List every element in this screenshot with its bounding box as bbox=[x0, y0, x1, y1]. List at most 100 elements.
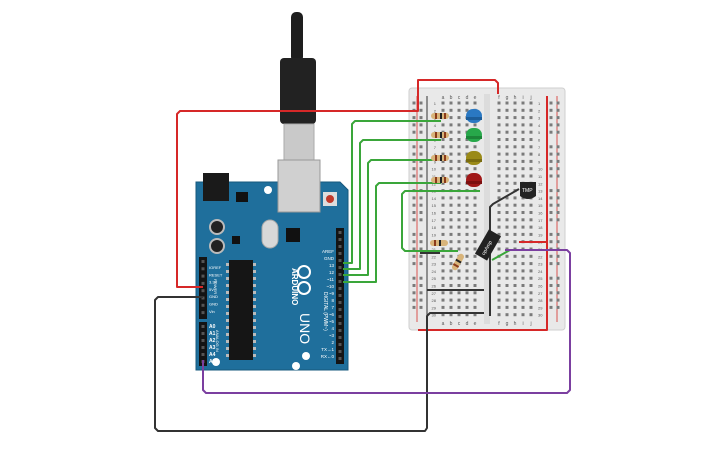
breadboard-hole[interactable] bbox=[473, 218, 477, 222]
rail-hole[interactable] bbox=[556, 196, 560, 200]
breadboard-hole[interactable] bbox=[457, 276, 461, 280]
breadboard-hole[interactable] bbox=[529, 174, 533, 178]
breadboard-hole[interactable] bbox=[473, 225, 477, 229]
breadboard-hole[interactable] bbox=[465, 218, 469, 222]
breadboard-hole[interactable] bbox=[473, 313, 477, 317]
breadboard-hole[interactable] bbox=[521, 152, 525, 156]
rail-hole[interactable] bbox=[556, 159, 560, 163]
breadboard-hole[interactable] bbox=[457, 218, 461, 222]
breadboard-hole[interactable] bbox=[521, 116, 525, 120]
breadboard-hole[interactable] bbox=[505, 152, 509, 156]
breadboard-hole[interactable] bbox=[449, 211, 453, 214]
breadboard-hole[interactable] bbox=[529, 101, 533, 105]
breadboard-hole[interactable] bbox=[457, 305, 461, 309]
breadboard-hole[interactable] bbox=[457, 247, 461, 251]
rail-hole[interactable] bbox=[412, 211, 416, 214]
breadboard-hole[interactable] bbox=[457, 196, 461, 200]
breadboard-hole[interactable] bbox=[505, 298, 509, 302]
rail-hole[interactable] bbox=[412, 159, 416, 163]
wire-red-rail-loop[interactable] bbox=[418, 96, 548, 331]
breadboard-hole[interactable] bbox=[513, 152, 517, 156]
breadboard-hole[interactable] bbox=[457, 130, 461, 134]
breadboard-hole[interactable] bbox=[505, 174, 509, 178]
breadboard-hole[interactable] bbox=[465, 269, 469, 273]
breadboard-hole[interactable] bbox=[521, 130, 525, 134]
breadboard-hole[interactable] bbox=[513, 269, 517, 273]
breadboard-hole[interactable] bbox=[441, 196, 445, 200]
rail-hole[interactable] bbox=[556, 167, 560, 171]
breadboard-hole[interactable] bbox=[449, 240, 453, 244]
breadboard-hole[interactable] bbox=[529, 145, 533, 149]
breadboard-hole[interactable] bbox=[505, 116, 509, 120]
breadboard-hole[interactable] bbox=[505, 262, 509, 266]
breadboard-hole[interactable] bbox=[441, 284, 445, 287]
rail-hole[interactable] bbox=[419, 232, 423, 236]
breadboard-hole[interactable] bbox=[457, 211, 461, 214]
wire-green-11[interactable] bbox=[343, 159, 441, 276]
resistor[interactable] bbox=[431, 113, 449, 119]
breadboard-hole[interactable] bbox=[497, 152, 501, 156]
rail-hole[interactable] bbox=[549, 101, 553, 105]
analog-header[interactable] bbox=[199, 322, 207, 366]
breadboard-hole[interactable] bbox=[441, 101, 445, 105]
breadboard-hole[interactable] bbox=[449, 313, 453, 317]
breadboard-hole[interactable] bbox=[465, 262, 469, 266]
breadboard-hole[interactable] bbox=[473, 123, 477, 127]
rail-hole[interactable] bbox=[549, 305, 553, 309]
wire-green-opamp[interactable] bbox=[491, 249, 511, 261]
breadboard-hole[interactable] bbox=[505, 189, 509, 193]
breadboard-hole[interactable] bbox=[529, 225, 533, 229]
breadboard-hole[interactable] bbox=[497, 218, 501, 222]
breadboard-hole[interactable] bbox=[497, 305, 501, 309]
wire-green-13[interactable] bbox=[343, 120, 441, 264]
breadboard-hole[interactable] bbox=[521, 284, 525, 287]
breadboard-hole[interactable] bbox=[505, 313, 509, 317]
breadboard-hole[interactable] bbox=[473, 211, 477, 214]
breadboard-hole[interactable] bbox=[465, 305, 469, 309]
breadboard-hole[interactable] bbox=[457, 174, 461, 178]
rail-hole[interactable] bbox=[549, 218, 553, 222]
breadboard-hole[interactable] bbox=[505, 284, 509, 287]
breadboard-hole[interactable] bbox=[457, 167, 461, 171]
breadboard-hole[interactable] bbox=[441, 262, 445, 266]
rail-hole[interactable] bbox=[549, 291, 553, 295]
breadboard-hole[interactable] bbox=[529, 108, 533, 112]
breadboard-hole[interactable] bbox=[465, 138, 469, 141]
breadboard-hole[interactable] bbox=[497, 159, 501, 163]
rail-hole[interactable] bbox=[419, 145, 423, 149]
breadboard-hole[interactable] bbox=[521, 291, 525, 295]
breadboard-hole[interactable] bbox=[505, 145, 509, 149]
breadboard-hole[interactable] bbox=[465, 203, 469, 207]
rail-hole[interactable] bbox=[556, 116, 560, 120]
breadboard-hole[interactable] bbox=[465, 313, 469, 317]
breadboard-hole[interactable] bbox=[465, 232, 469, 236]
breadboard-hole[interactable] bbox=[473, 145, 477, 149]
rail-hole[interactable] bbox=[412, 218, 416, 222]
rail-hole[interactable] bbox=[419, 196, 423, 200]
breadboard-hole[interactable] bbox=[529, 232, 533, 236]
breadboard-hole[interactable] bbox=[465, 152, 469, 156]
breadboard-hole[interactable] bbox=[529, 291, 533, 295]
breadboard-hole[interactable] bbox=[473, 196, 477, 200]
rail-hole[interactable] bbox=[419, 152, 423, 156]
breadboard-hole[interactable] bbox=[497, 298, 501, 302]
breadboard-hole[interactable] bbox=[457, 152, 461, 156]
breadboard-hole[interactable] bbox=[497, 262, 501, 266]
rail-hole[interactable] bbox=[412, 116, 416, 120]
breadboard-hole[interactable] bbox=[529, 269, 533, 273]
led-yellow[interactable] bbox=[466, 151, 482, 165]
wire-red-5v[interactable] bbox=[176, 96, 419, 288]
breadboard-hole[interactable] bbox=[505, 232, 509, 236]
breadboard-hole[interactable] bbox=[449, 232, 453, 236]
rail-hole[interactable] bbox=[412, 262, 416, 266]
breadboard-hole[interactable] bbox=[521, 123, 525, 127]
breadboard-hole[interactable] bbox=[457, 116, 461, 120]
rail-hole[interactable] bbox=[556, 108, 560, 112]
rail-hole[interactable] bbox=[412, 152, 416, 156]
breadboard-hole[interactable] bbox=[529, 218, 533, 222]
breadboard-hole[interactable] bbox=[441, 298, 445, 302]
breadboard-hole[interactable] bbox=[449, 138, 453, 141]
breadboard-hole[interactable] bbox=[473, 262, 477, 266]
rail-hole[interactable] bbox=[419, 218, 423, 222]
